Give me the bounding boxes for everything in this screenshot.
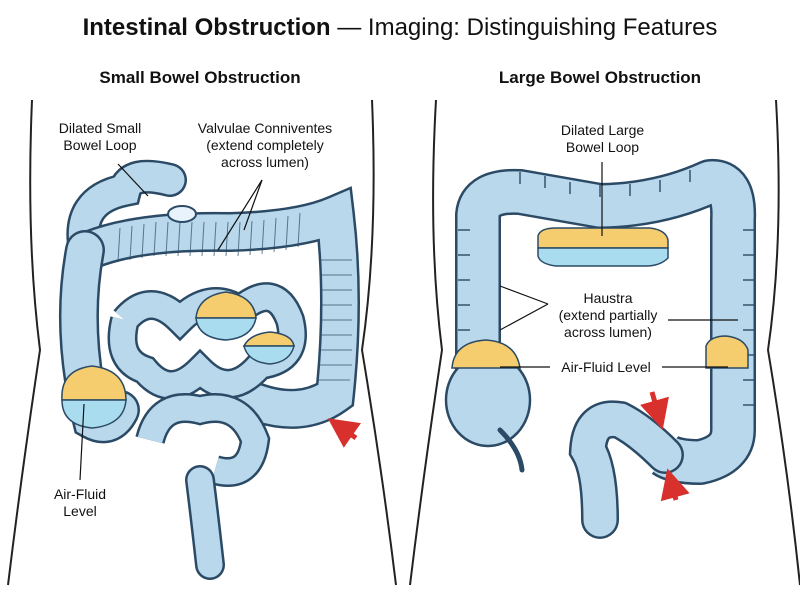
- sbo-label-dilated-loop: Dilated Small Bowel Loop: [40, 120, 160, 154]
- sbo-label-air-fluid: Air-Fluid Level: [30, 486, 130, 520]
- lbo-label-haustra-line2: (extend partially: [558, 307, 658, 323]
- sbo-leader-lines: [79, 163, 263, 481]
- sbo-obstruction-arrow: [327, 418, 361, 448]
- sbo-label-airfluid-line2: Level: [63, 503, 97, 519]
- lbo-label-haustra-line1: Haustra: [583, 290, 633, 306]
- lbo-label-dilated-line2: Bowel Loop: [565, 139, 640, 155]
- lbo-label-haustra-line3: across lumen): [564, 324, 652, 340]
- lbo-label-air-fluid: Air-Fluid Level: [561, 359, 651, 375]
- lbo-body-outline: [409, 99, 800, 586]
- sbo-label-valvulae-line1: Valvulae Conniventes: [197, 120, 333, 136]
- sbo-body-outline: [7, 99, 397, 586]
- sbo-label-valvulae-line2: (extend completely: [206, 137, 324, 153]
- diagram-title: Intestinal Obstruction — Imaging: Distin…: [0, 14, 800, 42]
- lbo-obstruction-arrow-bottom: [660, 468, 690, 502]
- large-bowel-heading: Large Bowel Obstruction: [498, 68, 702, 87]
- lbo-air-fluid-levels: [451, 227, 749, 369]
- sbo-label-dilated-line1: Dilated Small: [58, 120, 142, 136]
- lbo-label-dilated-loop: Dilated Large Bowel Loop: [540, 122, 665, 156]
- sbo-bowel: [58, 159, 360, 580]
- small-bowel-heading: Small Bowel Obstruction: [99, 68, 301, 87]
- lbo-label-dilated-line1: Dilated Large: [560, 122, 645, 138]
- lbo-haustra: [458, 170, 755, 406]
- sbo-air-fluid-levels: [61, 291, 295, 429]
- lbo-colon: [444, 159, 757, 539]
- sbo-label-valvulae: Valvulae Conniventes (extend completely …: [180, 120, 350, 171]
- title-bold: Intestinal Obstruction: [82, 14, 331, 41]
- sbo-label-dilated-line2: Bowel Loop: [63, 137, 137, 153]
- lbo-leader-lines: [499, 162, 738, 368]
- lbo-label-haustra: Haustra (extend partially across lumen): [545, 290, 671, 341]
- title-rest: — Imaging: Distinguishing Features: [330, 14, 718, 41]
- lbo-obstruction-arrow-top: [640, 391, 669, 430]
- sbo-valvulae: [117, 212, 352, 381]
- sbo-label-valvulae-line3: across lumen): [221, 154, 309, 170]
- sbo-label-airfluid-line1: Air-Fluid: [53, 486, 107, 502]
